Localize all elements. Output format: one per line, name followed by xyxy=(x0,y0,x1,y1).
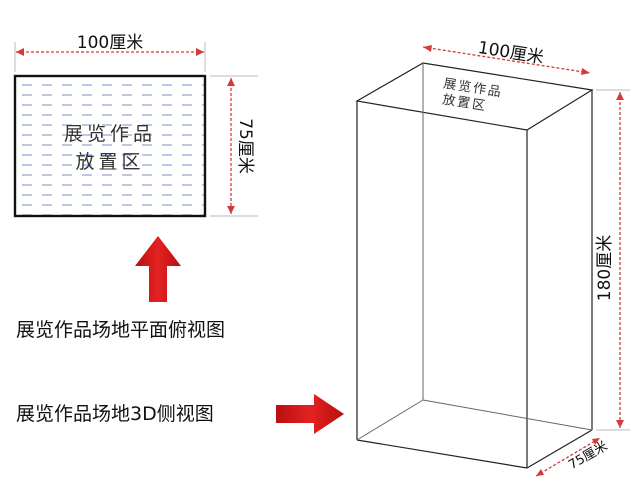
plan-hatched-area xyxy=(15,76,205,216)
plan-zone-line2: 放置区 xyxy=(75,151,144,173)
right-arrow-icon xyxy=(276,394,344,434)
box-depth-dimension: 75厘米 xyxy=(535,437,610,477)
box-top-zone-text: 展览作品 放置区 xyxy=(441,75,504,115)
box-height-label: 180厘米 xyxy=(595,235,615,301)
box-width-dimension: 100厘米 xyxy=(422,38,591,75)
plan-depth-dimension: 75厘米 xyxy=(210,75,258,217)
box-height-dimension: 180厘米 xyxy=(595,89,630,431)
plan-width-label: 100厘米 xyxy=(77,33,143,53)
box-wireframe xyxy=(355,62,594,469)
box-depth-label: 75厘米 xyxy=(566,439,610,473)
plan-width-dimension: 100厘米 xyxy=(14,33,206,72)
box-zone-line2: 放置区 xyxy=(441,93,488,115)
up-arrow-icon xyxy=(135,236,181,302)
plan-view-caption: 展览作品场地平面俯视图 xyxy=(16,319,225,341)
plan-zone-line1: 展览作品 xyxy=(64,123,156,145)
plan-view: 100厘米 展览作品 放置区 75厘米 展览作品场地平面俯视图 xyxy=(13,33,258,341)
plan-outline xyxy=(13,74,207,218)
box-width-label: 100厘米 xyxy=(476,38,545,68)
side-view-caption: 展览作品场地3D侧视图 xyxy=(16,403,214,425)
plan-depth-label: 75厘米 xyxy=(235,118,255,174)
